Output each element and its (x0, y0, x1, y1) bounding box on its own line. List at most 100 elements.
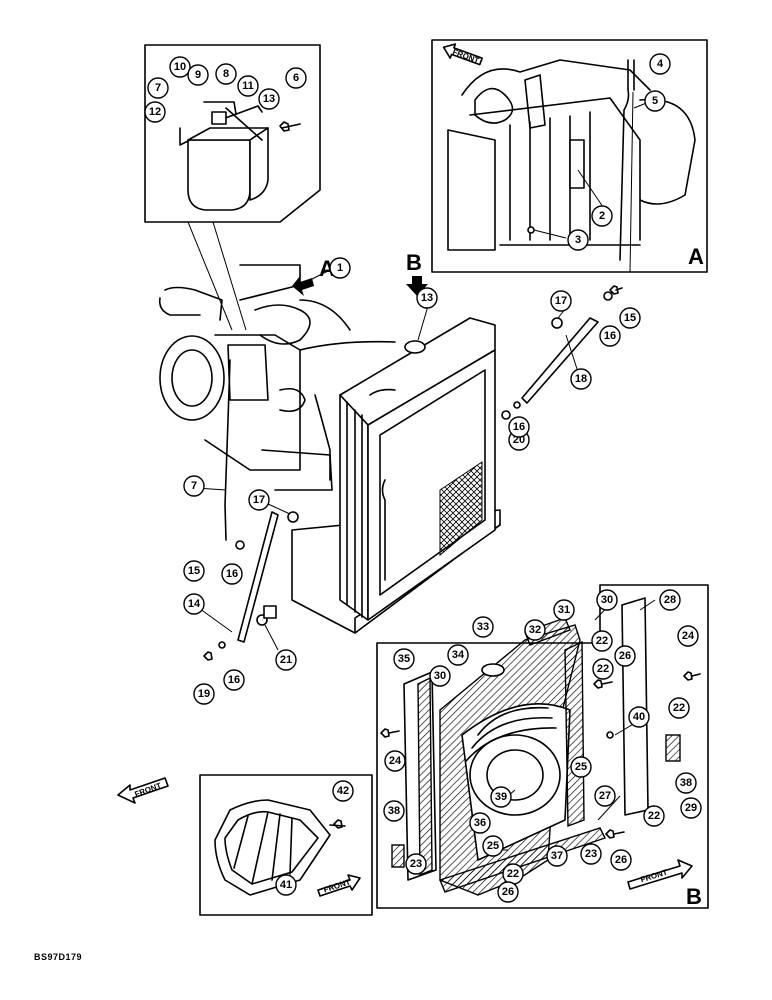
callout-number: 22 (507, 868, 519, 880)
callout-22: 22 (591, 630, 613, 652)
callout-30: 30 (596, 589, 618, 611)
front-arrow-panel-a: FRONT (442, 43, 483, 66)
panel-a-view (431, 39, 708, 273)
callout-number: 33 (477, 621, 489, 633)
callout-22: 22 (643, 805, 665, 827)
callout-35: 35 (393, 648, 415, 670)
callout-number: 29 (685, 802, 697, 814)
callout-16: 16 (223, 669, 245, 691)
callout-number: 11 (242, 80, 254, 92)
callout-number: 22 (596, 635, 608, 647)
callout-24: 24 (677, 625, 699, 647)
callout-number: 13 (263, 93, 275, 105)
callout-number: 40 (633, 711, 645, 723)
main-assembly (158, 264, 623, 661)
callout-number: 1 (337, 262, 343, 274)
callout-number: 5 (652, 95, 658, 107)
panel-a-letter: A (688, 244, 704, 269)
callout-number: 14 (188, 598, 201, 610)
callout-16: 16 (508, 416, 530, 438)
callout-number: 32 (529, 624, 541, 636)
callout-number: 26 (502, 886, 514, 898)
callout-number: 22 (597, 663, 609, 675)
callout-number: 26 (615, 854, 627, 866)
callout-8: 8 (215, 63, 237, 85)
callout-number: 23 (585, 848, 597, 860)
callout-number: 38 (388, 805, 400, 817)
callout-25: 25 (482, 835, 504, 857)
callout-number: 19 (198, 688, 210, 700)
callout-number: 37 (551, 850, 563, 862)
callout-9: 9 (187, 64, 209, 86)
callout-16: 16 (599, 325, 621, 347)
callout-11: 11 (237, 75, 259, 97)
callout-number: 3 (575, 234, 581, 246)
tank-detail (144, 44, 321, 331)
callout-number: 25 (487, 840, 499, 852)
callout-18: 18 (570, 368, 592, 390)
callout-7: 7 (147, 77, 169, 99)
callout-15: 15 (183, 560, 205, 582)
callout-33: 33 (472, 616, 494, 638)
callout-number: 16 (226, 568, 238, 580)
front-arrow-fan: FRONT (317, 874, 361, 897)
callout-21: 21 (275, 649, 297, 671)
fan-guard-detail (199, 774, 373, 916)
callout-number: 23 (410, 858, 422, 870)
callout-number: 6 (293, 72, 299, 84)
front-label-a: FRONT (451, 47, 480, 65)
callout-39: 39 (490, 786, 512, 808)
callout-25: 25 (570, 756, 592, 778)
callout-number: 9 (195, 69, 201, 81)
callout-number: 30 (434, 670, 446, 682)
callout-12: 12 (144, 101, 166, 123)
callout-3: 3 (567, 229, 589, 251)
front-label-fan: FRONT (323, 877, 352, 894)
callout-26: 26 (497, 881, 519, 903)
callout-number: 4 (657, 58, 664, 70)
callout-41: 41 (275, 874, 297, 896)
front-arrow-left: FRONT (117, 777, 169, 804)
callout-37: 37 (546, 845, 568, 867)
callout-28: 28 (659, 589, 681, 611)
callout-number: 22 (673, 702, 685, 714)
callout-36: 36 (469, 812, 491, 834)
callout-number: 35 (398, 653, 410, 665)
callout-number: 42 (337, 785, 349, 797)
callout-29: 29 (680, 797, 702, 819)
front-arrow-panel-b: FRONT (627, 859, 693, 890)
callout-16: 16 (221, 563, 243, 585)
view-arrow-b-label: B (406, 250, 422, 275)
callout-22: 22 (502, 863, 524, 885)
callout-15: 15 (619, 307, 641, 329)
callout-27: 27 (594, 785, 616, 807)
callout-number: 26 (619, 650, 631, 662)
callout-number: 24 (682, 630, 695, 642)
callout-number: 25 (575, 761, 587, 773)
callout-7: 7 (183, 475, 205, 497)
callout-number: 7 (155, 82, 161, 94)
callout-number: 27 (599, 790, 611, 802)
callout-19: 19 (193, 683, 215, 705)
callout-number: 39 (495, 791, 507, 803)
callout-24: 24 (384, 750, 406, 772)
callout-number: 28 (664, 594, 676, 606)
callout-number: 31 (558, 604, 570, 616)
callout-13: 13 (258, 88, 280, 110)
callout-34: 34 (447, 644, 469, 666)
callout-number: 7 (191, 480, 197, 492)
callout-13: 13 (416, 287, 438, 309)
callout-17: 17 (248, 489, 270, 511)
callout-23: 23 (405, 853, 427, 875)
callout-number: 38 (680, 777, 692, 789)
callout-5: 5 (644, 90, 666, 112)
callout-4: 4 (649, 53, 671, 75)
callout-32: 32 (524, 619, 546, 641)
callout-23: 23 (580, 843, 602, 865)
callout-26: 26 (610, 849, 632, 871)
callout-number: 12 (149, 106, 161, 118)
callout-26: 26 (614, 645, 636, 667)
callout-17: 17 (550, 290, 572, 312)
